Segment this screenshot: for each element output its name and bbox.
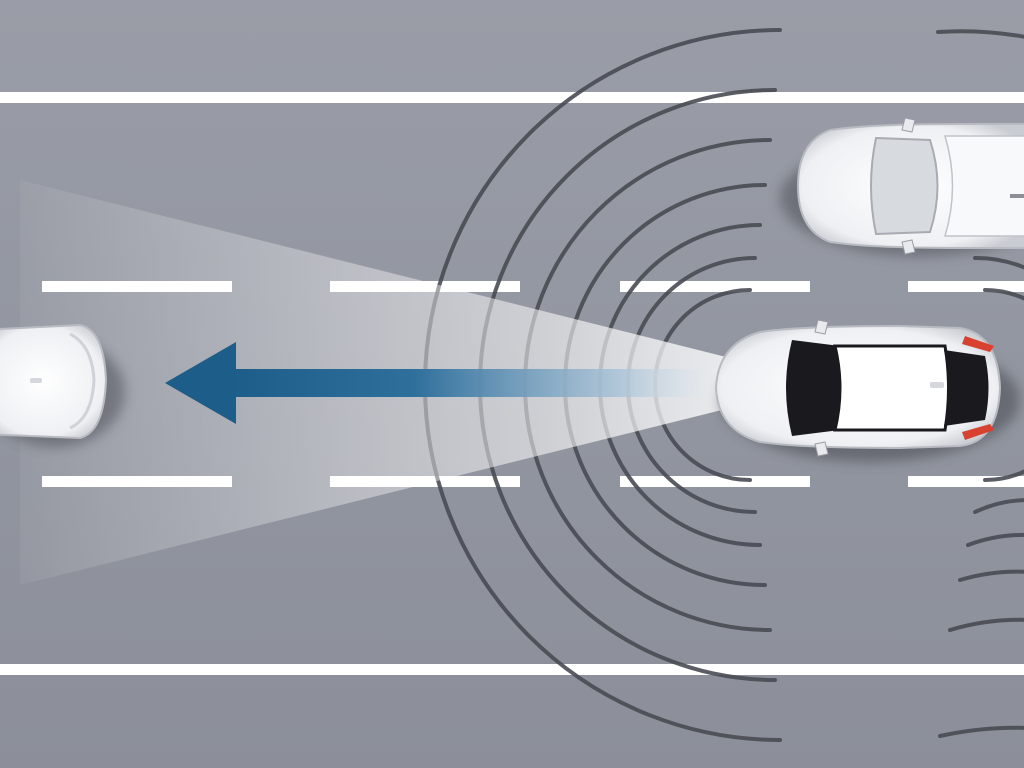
ego-vehicle (714, 319, 1020, 462)
lane-edge-bottom (0, 664, 1024, 675)
lead-vehicle (0, 323, 125, 447)
lane-edge-top (0, 92, 1024, 103)
adjacent-vehicle (780, 117, 1024, 256)
arrow-left-icon (165, 342, 752, 424)
